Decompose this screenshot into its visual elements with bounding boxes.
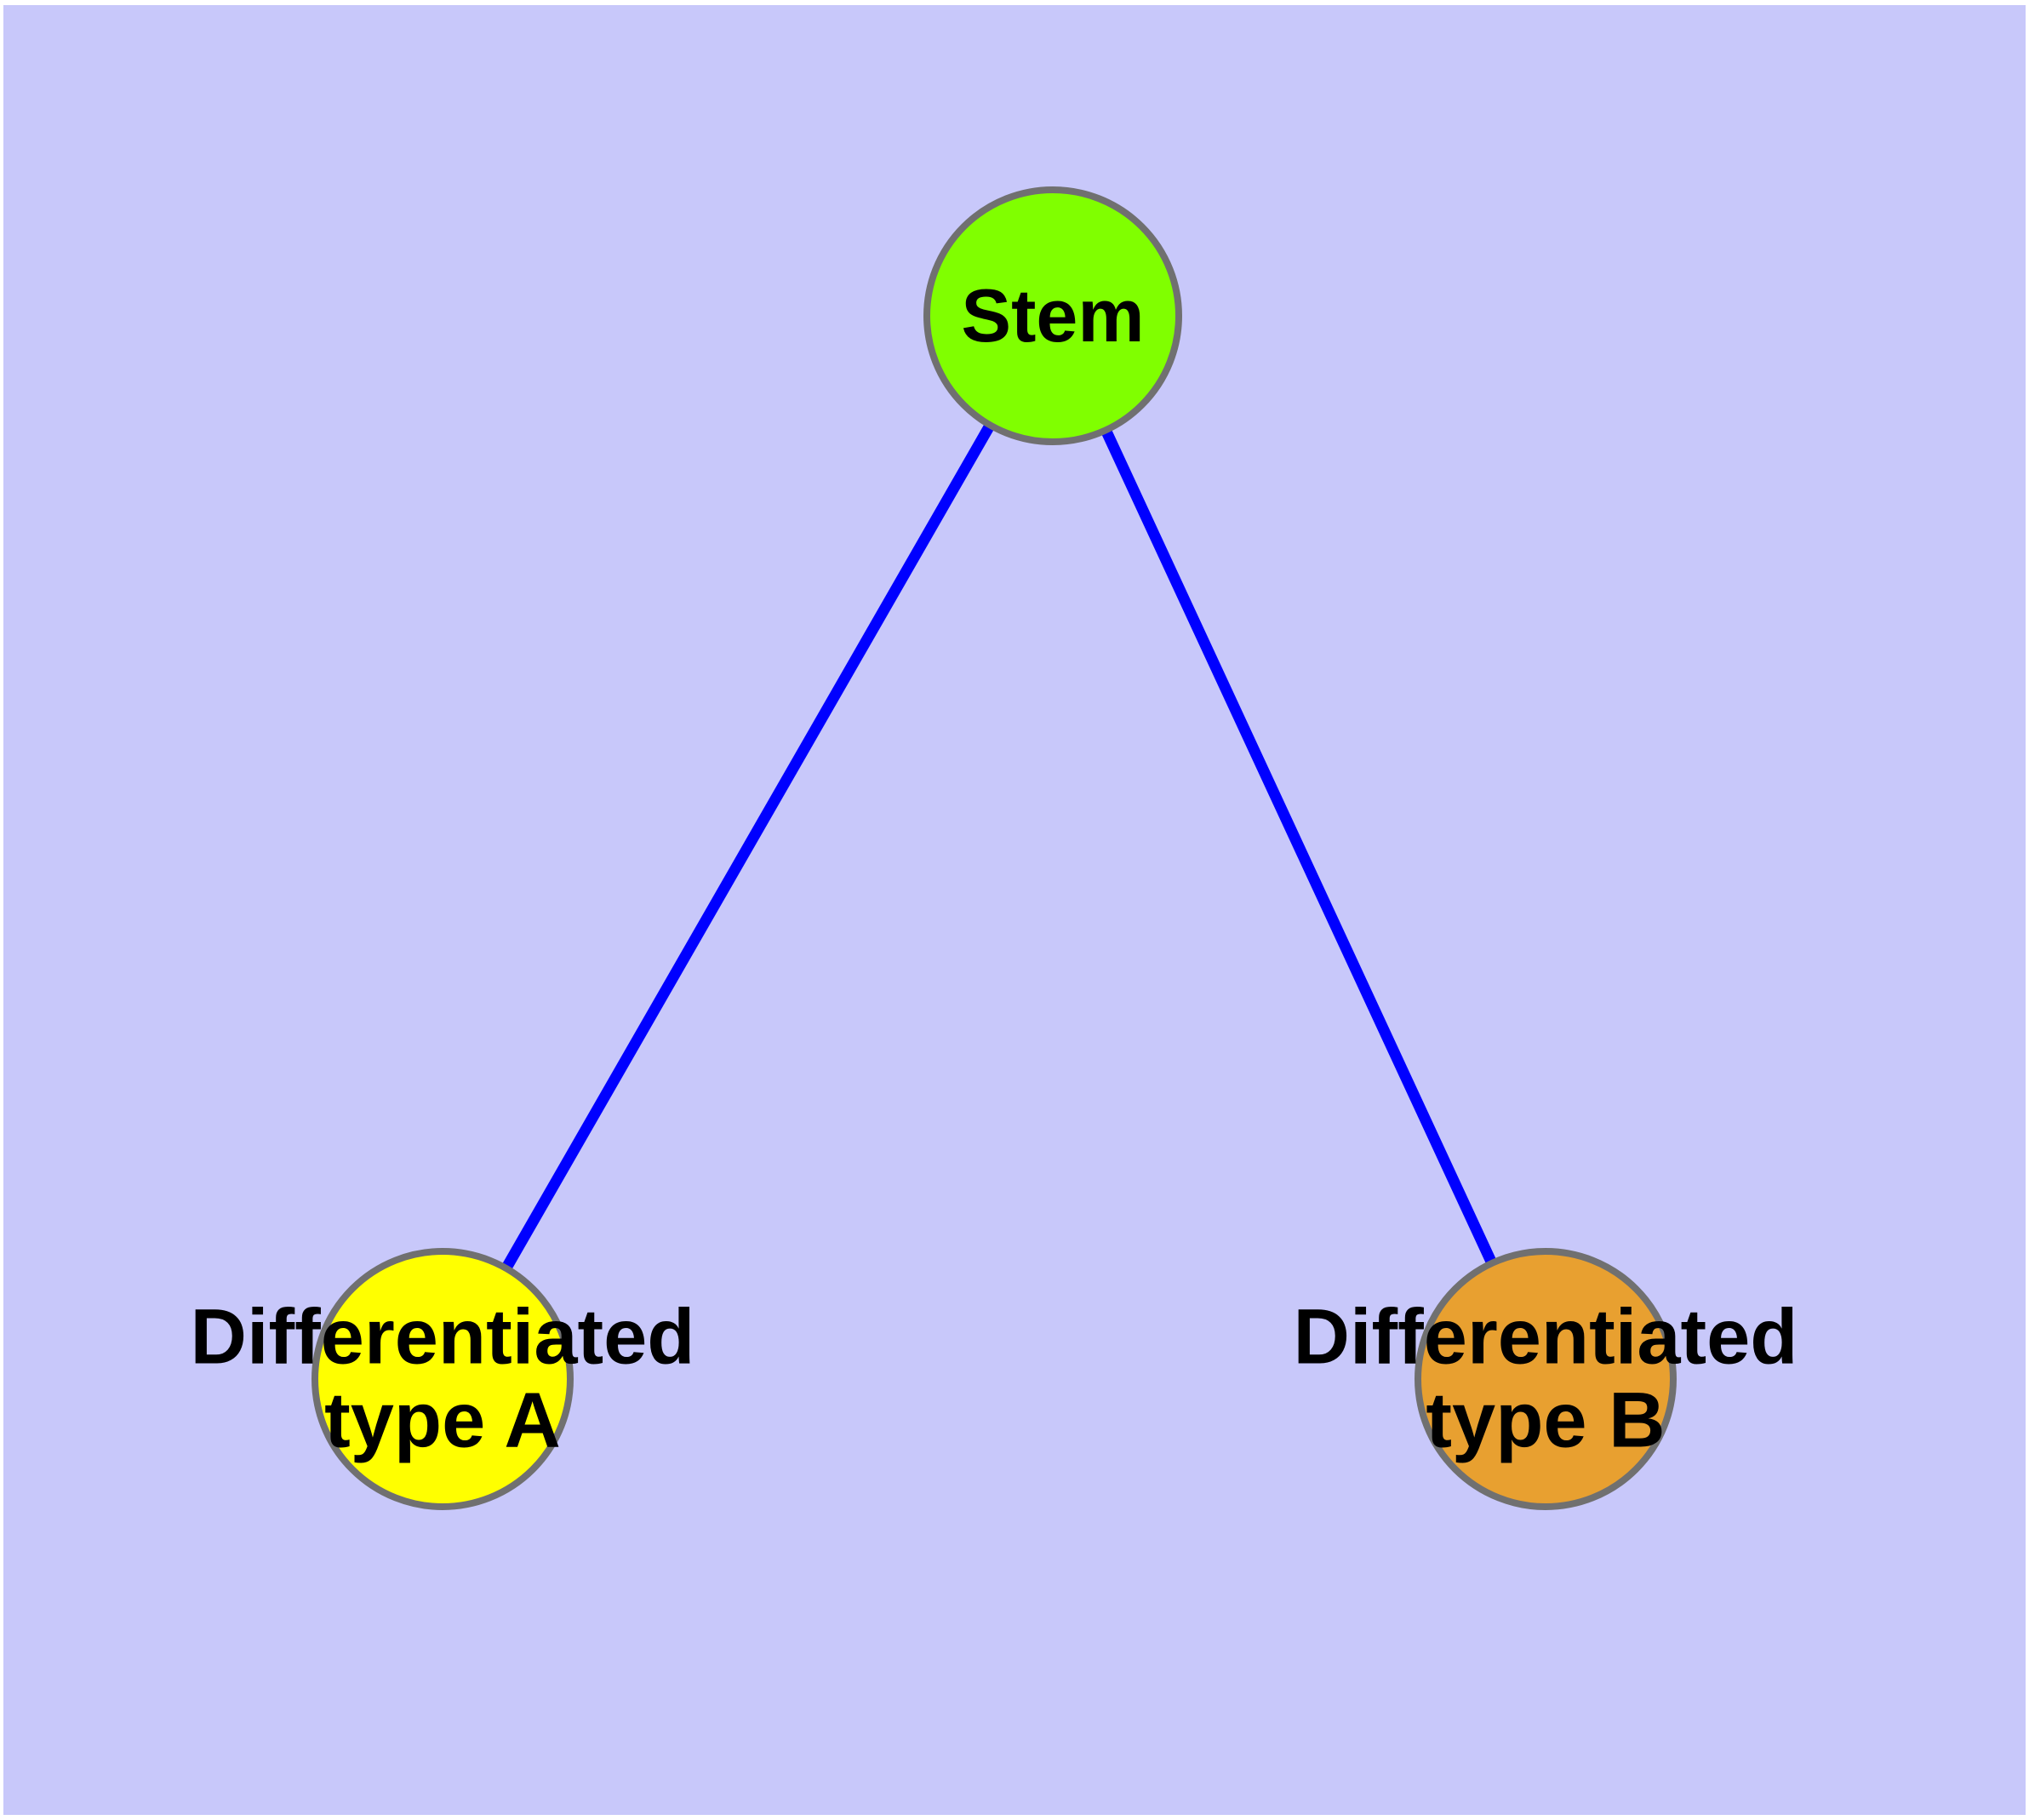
edge-layer <box>437 312 1551 1382</box>
node-layer <box>311 186 1677 1510</box>
node-differentiated-type-b[interactable] <box>1415 1248 1677 1510</box>
node-stem[interactable] <box>923 186 1182 445</box>
node-differentiated-type-a[interactable] <box>311 1248 574 1510</box>
edge-stem-to-differentiated-type-b <box>1048 313 1551 1382</box>
edge-stem-to-differentiated-type-a <box>437 312 1058 1382</box>
